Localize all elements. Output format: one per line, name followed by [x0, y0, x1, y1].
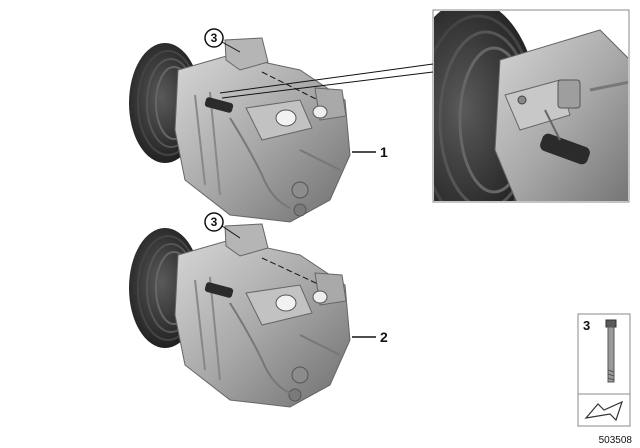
compressor-lower — [129, 223, 351, 408]
bolt-callout-lower: 3 — [204, 212, 241, 239]
bolt-callout-upper: 3 — [204, 28, 241, 53]
callout-part-2: 2 — [380, 329, 388, 345]
callout-part-1: 1 — [380, 144, 388, 160]
direction-arrow-icon — [584, 400, 623, 422]
legend-box: 3 — [577, 313, 631, 427]
bolt-callout-upper-label: 3 — [211, 31, 218, 45]
compressor-upper — [129, 37, 351, 223]
legend-item-number: 3 — [583, 318, 590, 333]
document-number: 503508 — [599, 435, 633, 446]
bolt-callout-lower-label: 3 — [211, 215, 218, 229]
detail-inset — [432, 9, 630, 203]
bolt-icon — [605, 319, 617, 383]
